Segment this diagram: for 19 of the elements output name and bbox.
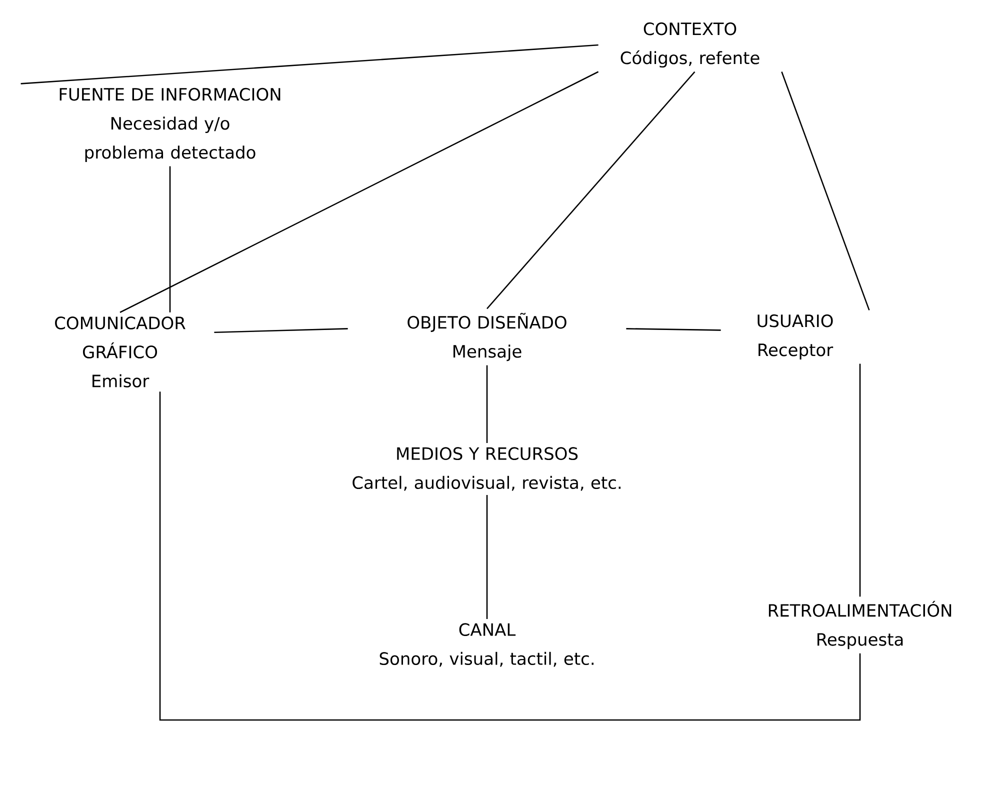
connector-line — [486, 365, 488, 443]
concept-label: RETROALIMENTACIÓN Respuesta — [768, 600, 952, 650]
concept-label: COMUNICADOR GRÁFICO Emisor — [55, 316, 186, 388]
concept-label: FUENTE DE INFORMACION Necesidad y/o problema detectado — [60, 88, 280, 162]
connector-line — [159, 392, 861, 721]
concept-label: CONTEXTO Códigos, refente — [620, 22, 760, 68]
connector-line — [169, 166, 171, 312]
connector-line — [120, 71, 599, 313]
concept-label: CANAL Sonoro, visual, tactil, etc. — [380, 623, 594, 667]
concept-label: USUARIO Receptor — [758, 314, 834, 360]
connector-line — [626, 328, 721, 331]
concept-label: OBJETO DISEÑADO Mensaje — [408, 312, 566, 362]
connector-line — [859, 364, 861, 597]
connector-line — [781, 72, 870, 310]
connector-line — [214, 328, 348, 333]
connector-line — [486, 494, 488, 619]
connector-line — [486, 71, 696, 310]
connector-line — [20, 44, 598, 84]
concept-label: MEDIOS Y RECURSOS Cartel, audiovisual, revista, etc. — [352, 447, 621, 491]
